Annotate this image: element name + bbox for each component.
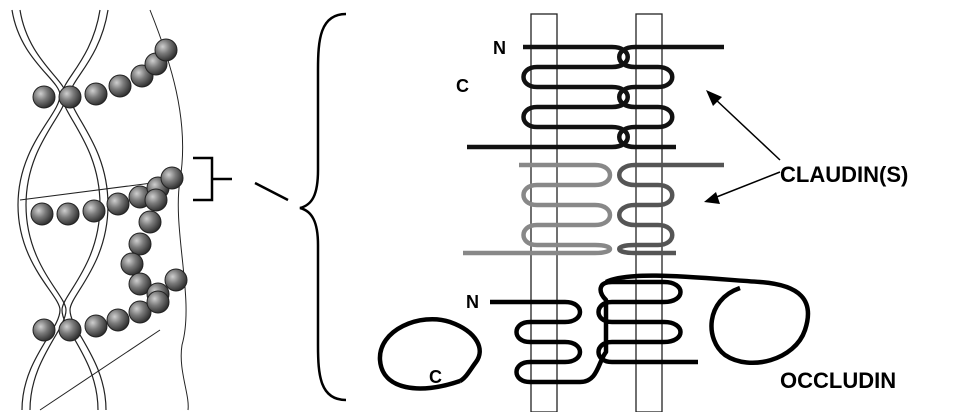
occludin [377, 273, 811, 391]
tight-junction-strands [30, 38, 188, 342]
tight-junction-particle [58, 318, 82, 342]
label-claudins: CLAUDIN(S) [780, 162, 908, 187]
tight-junction-particle [82, 199, 106, 223]
tight-junction-particle [58, 85, 82, 109]
tight-junction-particle [128, 300, 152, 324]
tight-junction-particle [56, 202, 80, 226]
claudin-arrows [704, 90, 781, 204]
tight-junction-particle [106, 308, 130, 332]
tight-junction-particle [30, 202, 54, 226]
tight-junction-particle [154, 38, 178, 62]
tight-junction-particle [108, 74, 132, 98]
tight-junction-particle [84, 314, 108, 338]
tight-junction-particle [120, 252, 144, 276]
tight-junction-particle [128, 232, 152, 256]
tight-junction-particle [84, 82, 108, 106]
claudin-upper [467, 44, 724, 150]
claudin-lower [463, 162, 724, 256]
tight-junction-particle [164, 268, 188, 292]
tight-junction-particle [146, 290, 170, 314]
tight-junction-particle [32, 85, 56, 109]
membrane-bilayer-lines [530, 13, 663, 412]
label-c-bottom: C [429, 367, 442, 387]
tight-junction-particle [32, 318, 56, 342]
tight-junction-particle [144, 188, 168, 212]
zoom-bracket [193, 156, 289, 202]
tight-junction-particle [138, 210, 162, 234]
label-c-top: C [456, 76, 469, 96]
label-n-top: N [493, 38, 506, 58]
tight-junction-particle [128, 272, 152, 296]
label-occludin: OCCLUDIN [780, 368, 896, 393]
tight-junction-particle [160, 166, 184, 190]
label-n-bottom: N [466, 292, 479, 312]
tight-junction-particle [106, 192, 130, 216]
large-curly-brace [299, 12, 347, 402]
